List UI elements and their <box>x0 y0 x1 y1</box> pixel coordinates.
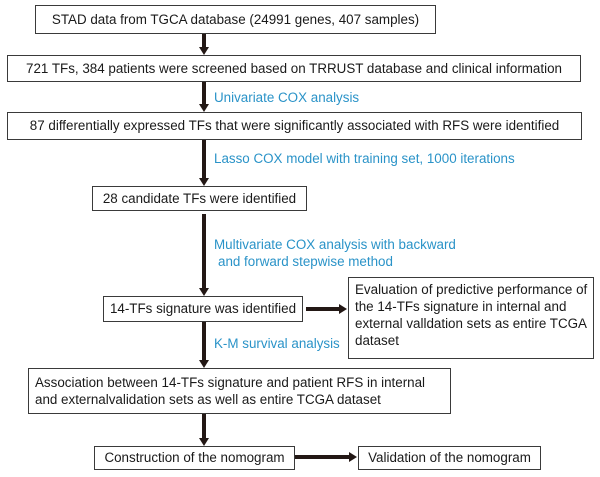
box-signature: 14-TFs signature was identified <box>103 296 303 322</box>
box-screening-text: 721 TFs, 384 patients were screened base… <box>26 60 562 76</box>
box-evaluation: Evaluation of predictive performance of … <box>348 277 594 359</box>
step-label-km: K-M survival analysis <box>214 336 340 351</box>
arrow-signature-to-evaluation <box>306 304 347 314</box>
box-differential-tfs-text: 87 differentially expressed TFs that wer… <box>29 118 560 133</box>
step-label-lasso: Lasso COX model with training set, 1000 … <box>214 151 515 166</box>
box-validation-text: Validation of the nomogram <box>368 450 531 465</box>
box-association-text: Association between 14-TFs signature and… <box>35 375 426 407</box>
box-validation: Validation of the nomogram <box>358 446 541 470</box>
box-stad-data: STAD data from TGCA database (24991 gene… <box>35 5 436 34</box>
step-label-multivariate-line1: Multivariate COX analysis with backward <box>214 237 456 252</box>
arrow-association-to-construction <box>199 414 209 446</box>
box-association: Association between 14-TFs signature and… <box>28 368 451 414</box>
arrow-stad-to-screening <box>199 34 209 55</box>
box-construction-text: Construction of the nomogram <box>104 450 285 465</box>
box-stad-data-text: STAD data from TGCA database (24991 gene… <box>51 11 420 27</box>
box-evaluation-text: Evaluation of predictive performance of … <box>355 282 588 348</box>
step-label-univariate: Univariate COX analysis <box>214 90 360 105</box>
box-construction: Construction of the nomogram <box>94 446 295 470</box>
arrow-differential-to-candidate <box>199 140 209 186</box>
arrow-screening-to-differential <box>199 82 209 112</box>
box-signature-text: 14-TFs signature was identified <box>109 301 297 316</box>
step-label-multivariate-line2: and forward stepwise method <box>218 254 393 269</box>
arrow-candidate-to-signature <box>199 214 209 296</box>
box-candidate-tfs: 28 candidate TFs were identified <box>92 186 307 211</box>
arrow-signature-to-association <box>199 322 209 368</box>
box-differential-tfs: 87 differentially expressed TFs that wer… <box>7 112 582 140</box>
arrow-construction-to-validation <box>294 452 357 462</box>
box-screening: 721 TFs, 384 patients were screened base… <box>7 55 581 82</box>
box-candidate-tfs-text: 28 candidate TFs were identified <box>102 190 297 206</box>
